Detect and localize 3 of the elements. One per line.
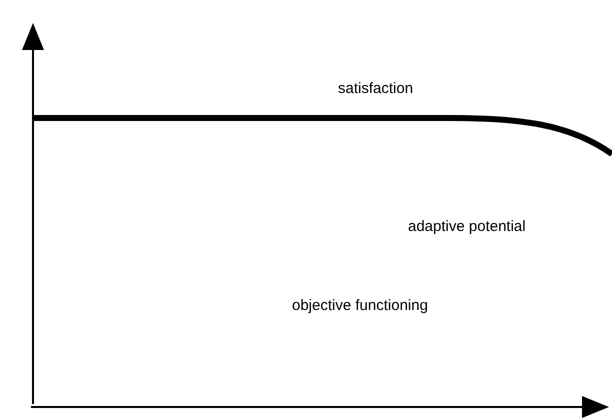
curve-label: satisfaction <box>338 80 414 98</box>
curve-label: objective functioning <box>292 297 428 315</box>
curve-label: adaptive potential <box>408 218 526 236</box>
